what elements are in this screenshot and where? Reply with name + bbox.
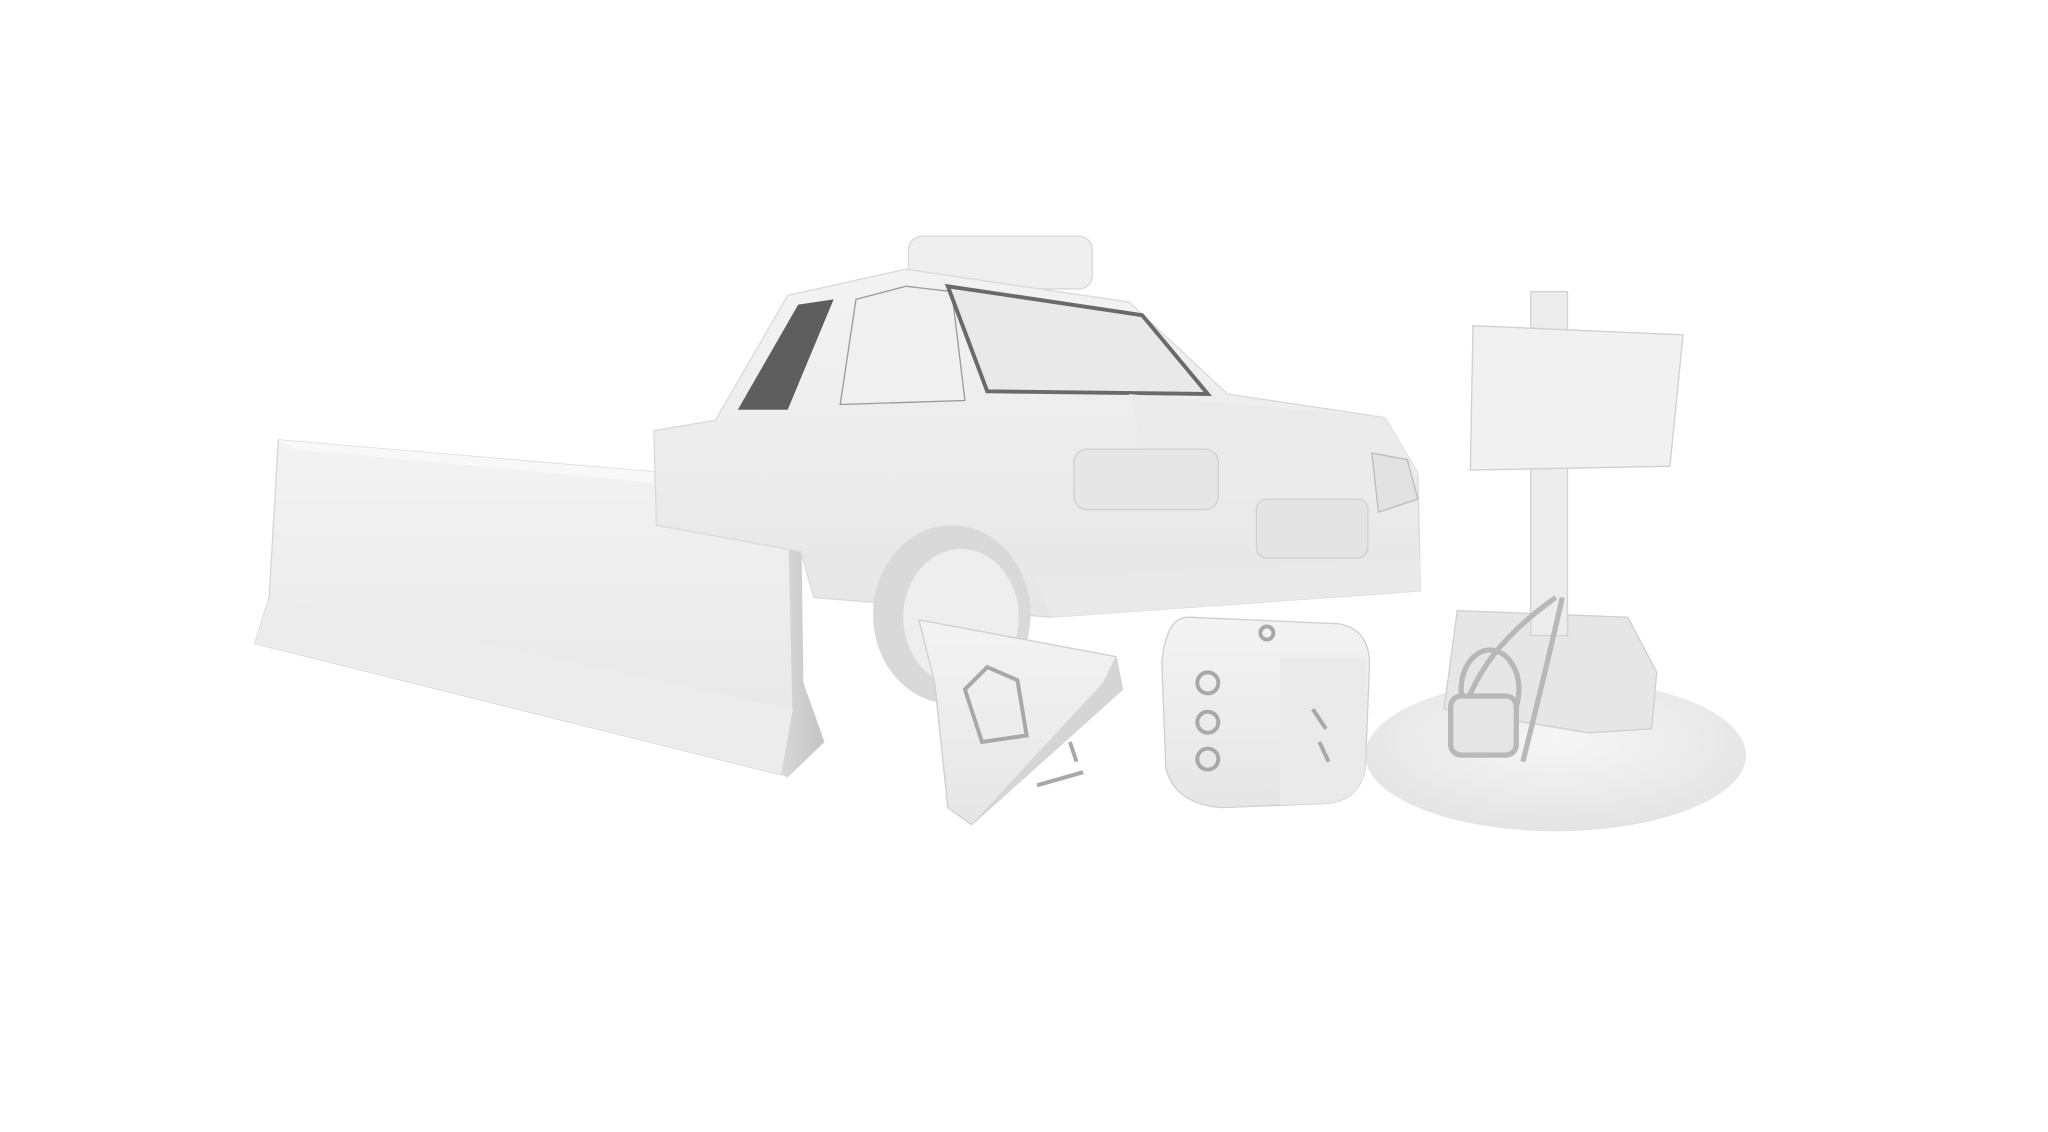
chain-and-lock	[1448, 595, 1565, 763]
d4-die	[918, 619, 1124, 826]
d6-die	[1161, 616, 1371, 809]
sign-on-base	[1365, 290, 1747, 832]
